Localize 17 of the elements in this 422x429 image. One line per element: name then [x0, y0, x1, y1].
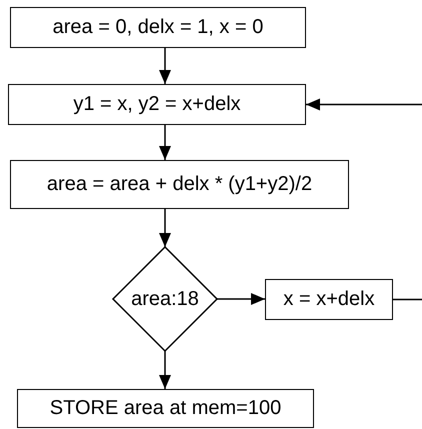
process-box [10, 7, 306, 48]
process-box [10, 160, 349, 209]
arrow [159, 209, 171, 247]
box-text: y1 = x, y2 = x+delx [73, 93, 241, 116]
box-text: area = 0, delx = 1, x = 0 [52, 16, 264, 39]
process-box [17, 389, 314, 428]
arrow [159, 351, 171, 389]
box-text: area:18 [131, 288, 199, 310]
box-text: x = x+delx [283, 288, 375, 311]
arrow [159, 125, 171, 160]
arrow [159, 48, 171, 84]
box-text: area = area + delx * (y1+y2)/2 [46, 173, 312, 196]
process-box [265, 279, 393, 320]
process-box [8, 84, 306, 125]
box-text: STORE area at mem=100 [50, 397, 282, 420]
arrow [306, 98, 422, 110]
arrow [217, 293, 265, 305]
